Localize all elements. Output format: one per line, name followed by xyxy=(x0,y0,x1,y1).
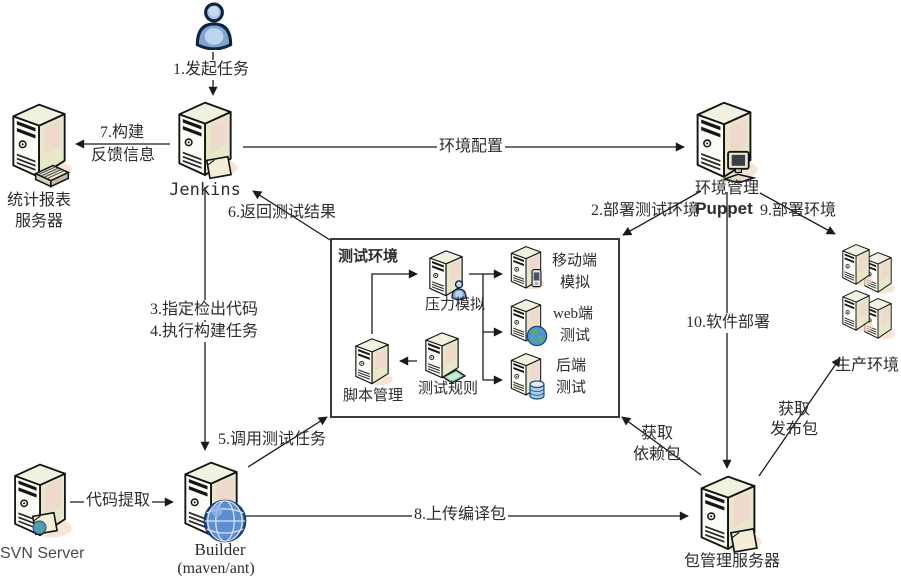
script-mgmt-node xyxy=(350,336,394,390)
production-label: 生产环境 xyxy=(834,357,899,374)
edge-label-checkout-code: 3.指定检出代码 xyxy=(148,300,261,320)
script-mgmt-label: 脚本管理 xyxy=(343,388,404,404)
backend-test-node xyxy=(506,351,546,401)
edge-label-software-deploy: 10.软件部署 xyxy=(684,313,773,333)
edge-label-build-feedback-line2: 反馈信息 xyxy=(90,147,155,164)
printer-icon xyxy=(32,162,72,190)
test-rules-label: 测试规则 xyxy=(418,381,479,397)
package-server-label: 包管理服务器 xyxy=(683,553,780,570)
mobile-sim-label-line1: 移动端 xyxy=(552,253,598,269)
stats-server-label-line1: 统计报表 xyxy=(6,192,71,209)
svn-server-label: SVN Server xyxy=(0,545,85,562)
edge-label-code-fetch: 代码提取 xyxy=(84,491,153,511)
edge-label-initiate-task: 1.发起任务 xyxy=(171,60,252,80)
edge-label-get-release-line2: 发布包 xyxy=(770,421,819,438)
builder-label-line1: Builder xyxy=(194,540,246,559)
jenkins-node xyxy=(170,98,240,184)
user-node xyxy=(192,2,236,50)
server-tower-icon xyxy=(838,242,874,288)
test-rules-node xyxy=(420,330,464,384)
backend-test-label-line1: 后端 xyxy=(556,358,587,374)
database-icon xyxy=(528,379,546,401)
edge-label-deploy-test-env: 2.部署测试环境 xyxy=(591,202,700,219)
edge-label-build-feedback-line1: 7.构建 xyxy=(99,124,144,141)
person-icon xyxy=(192,2,236,50)
server-tower-icon xyxy=(350,336,394,388)
globe-icon xyxy=(202,498,248,544)
mobile-sim-node xyxy=(506,244,546,294)
edge-label-return-test-result: 6.返回测试结果 xyxy=(228,204,337,221)
edge-label-get-dependency-line1: 获取 xyxy=(641,425,674,442)
edge-label-deploy-env: 9.部署环境 xyxy=(760,202,837,219)
edge-label-env-config: 环境配置 xyxy=(437,137,506,157)
edge-label-upload-build-package: 8.上传编译包 xyxy=(412,505,509,525)
disc-icon xyxy=(32,520,47,535)
jenkins-label: Jenkins xyxy=(169,180,241,200)
package-server-node xyxy=(692,472,766,560)
edge-label-get-dependency-line2: 依赖包 xyxy=(633,446,682,463)
mobile-sim-label-line2: 模拟 xyxy=(560,275,591,291)
test-environment-title: 测试环境 xyxy=(338,249,399,265)
builder-server-node xyxy=(176,458,248,546)
server-tower-icon xyxy=(838,288,874,334)
stats-server-label-line2: 服务器 xyxy=(14,213,63,230)
web-test-node xyxy=(506,297,546,347)
earth-icon xyxy=(526,325,548,347)
puppet-label-line1: 环境管理 xyxy=(694,180,759,197)
backend-test-label-line2: 测试 xyxy=(556,380,587,396)
edge-label-invoke-test-task: 5.调用测试任务 xyxy=(218,431,327,448)
phone-icon xyxy=(530,268,543,289)
stress-sim-label: 压力模拟 xyxy=(425,297,486,313)
production-cluster-node xyxy=(836,236,900,346)
puppet-server-node xyxy=(688,98,762,188)
stress-sim-node xyxy=(424,248,468,302)
web-test-label-line2: 测试 xyxy=(560,328,591,344)
puppet-label-line2: Puppet xyxy=(695,199,753,218)
stats-server-node xyxy=(4,100,74,188)
folder-icon xyxy=(204,154,234,182)
edge-label-get-release-line1: 获取 xyxy=(778,401,811,418)
edge-label-run-build-task: 4.执行构建任务 xyxy=(148,322,261,342)
builder-label-line2: (maven/ant) xyxy=(177,560,255,577)
test-environment-box xyxy=(330,238,620,418)
web-test-label-line1: web端 xyxy=(553,306,593,322)
svn-server-node xyxy=(6,460,76,546)
